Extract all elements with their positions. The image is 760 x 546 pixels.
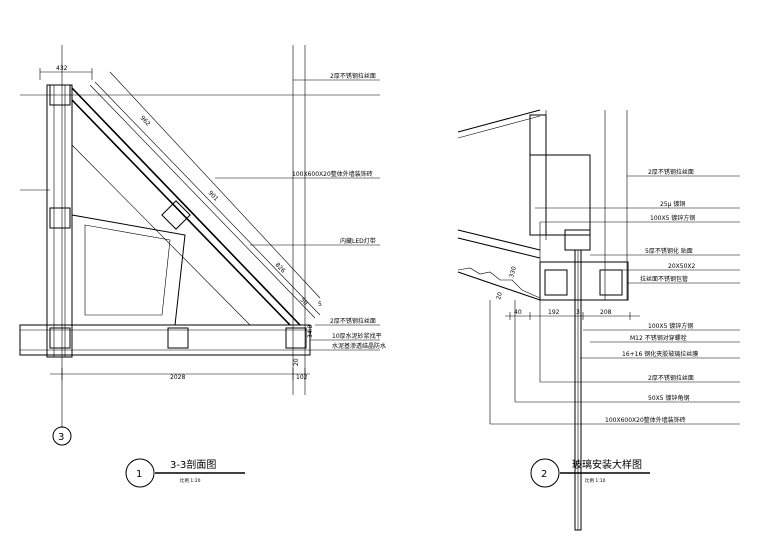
- scale-2: 比例 1:10: [585, 477, 606, 484]
- node-top: [49, 84, 71, 106]
- title-bubble-1: [125, 458, 155, 488]
- callout-left-1: 2厚不锈钢拉丝面: [330, 72, 376, 80]
- dim-right-a: 40: [514, 309, 522, 316]
- scale-1: 比例 1:20: [180, 477, 201, 484]
- glass-detail-drawing: 40 192 3 208 330 20 2厚不锈钢拉丝面 25μ 镀铜 100X…: [457, 109, 740, 531]
- callout-right-10: 2厚不锈钢拉丝面: [648, 374, 694, 382]
- dim-right-d: 208: [600, 309, 612, 316]
- node-diagonal: [161, 200, 191, 230]
- callout-right-1: 2厚不锈钢拉丝面: [648, 168, 694, 176]
- callout-right-11: 50X5 镀锌角钢: [648, 394, 689, 402]
- dim-bottom-width: 2028: [170, 374, 185, 381]
- canopy-bottom: [457, 237, 541, 259]
- callout-left-6: 水泥基渗透结晶防水: [332, 342, 386, 350]
- dim-diag-1: 962: [139, 115, 152, 128]
- callout-right-4: 5厚不锈钢化 贴面: [645, 247, 693, 255]
- dim-diag-5: 5: [318, 301, 322, 308]
- steel-box-top: [564, 229, 591, 251]
- title-1: 3-3剖面图: [170, 458, 216, 471]
- dim-right-b: 192: [548, 309, 560, 316]
- bottom-beam: [19, 324, 311, 356]
- section-3-3-drawing: 432 962 901 826 50 5 34.8 20 2028 102 2厚…: [19, 45, 386, 488]
- diagonal-cladding-2: [94, 81, 321, 316]
- inner-truss-inner: [84, 224, 171, 316]
- diagonal-inner: [71, 99, 291, 326]
- callout-right-6: 拉丝面不锈钢包管: [640, 275, 688, 283]
- node-bottom-right: [285, 327, 307, 349]
- callout-left-3: 内藏LED灯带: [340, 237, 376, 245]
- diagonal-brace: [71, 144, 251, 326]
- dim-diag-4: 50: [299, 297, 309, 307]
- callout-left-2: 100X600X20整体外墙装饰砖: [292, 170, 373, 178]
- diagonal-outer: [71, 87, 301, 326]
- dim-angle-left2: 20: [495, 291, 504, 300]
- callout-left-4: 2厚不锈钢拉丝面: [330, 317, 376, 325]
- hatched-ground: [457, 267, 541, 299]
- callout-right-7: 100X5 镀锌方钢: [648, 322, 693, 330]
- callout-right-3: 100X5 镀锌方钢: [650, 214, 695, 222]
- wall-block: [529, 114, 547, 236]
- dim-top-width: 432: [56, 65, 68, 72]
- wall-slant: [457, 109, 541, 133]
- steel-angle-right: [599, 269, 623, 296]
- steel-frame: [539, 261, 629, 301]
- title-bubble-2: [530, 458, 560, 488]
- inner-truss: [71, 214, 186, 326]
- axis-bubble-3: [52, 426, 72, 446]
- dim-right-c: 3: [576, 309, 580, 316]
- slab-slope: [457, 271, 541, 301]
- callout-right-9: 16+16 钢化夹胶玻璃拉丝膜: [622, 350, 698, 358]
- dim-line-diagonal: [109, 71, 321, 299]
- steel-angle-left: [544, 269, 568, 296]
- callout-right-2: 25μ 镀铜: [660, 200, 685, 208]
- callout-left-5: 10厚水泥砂浆找平: [332, 332, 382, 340]
- title-2: 玻璃安装大样图: [572, 458, 642, 471]
- dim-angle-left: 330: [508, 265, 518, 278]
- wall-slant-inner: [457, 115, 541, 139]
- node-bottom-left: [49, 327, 71, 349]
- axis-label-3: 3: [58, 432, 64, 443]
- wall-panel: [529, 154, 591, 236]
- dim-diag-3: 826: [274, 262, 287, 275]
- left-column: [46, 84, 73, 358]
- dim-diag-2: 901: [207, 190, 220, 203]
- title-number-2: 2: [541, 469, 547, 480]
- dim-bottom-right: 102: [296, 374, 308, 381]
- node-bottom-mid: [167, 327, 189, 349]
- node-mid: [49, 207, 71, 229]
- canopy-top: [457, 229, 541, 251]
- diagonal-cladding: [89, 84, 316, 319]
- callout-right-8: M12 不锈钢对穿螺栓: [630, 334, 687, 342]
- callout-right-12: 100X600X20整体外墙装饰砖: [605, 416, 686, 424]
- dim-right-offset: 34.8: [307, 324, 314, 338]
- title-number-1: 1: [136, 469, 142, 480]
- callout-right-5: 20X50X2: [668, 263, 695, 270]
- dim-right-small: 20: [293, 358, 300, 366]
